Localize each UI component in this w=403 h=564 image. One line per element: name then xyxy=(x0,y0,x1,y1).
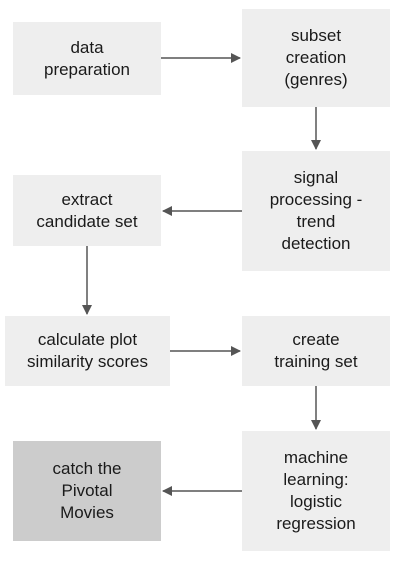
step-machine-learning: machine learning: logistic regression xyxy=(242,431,390,551)
step-create-training-set: create training set xyxy=(242,316,390,386)
step-create-training-set-label: create training set xyxy=(274,330,358,371)
step-machine-learning-label: machine learning: logistic regression xyxy=(276,448,356,533)
step-calculate-similarity-label: calculate plot similarity scores xyxy=(27,330,148,371)
step-catch-pivotal-movies-label: catch the Pivotal Movies xyxy=(52,459,122,522)
step-data-preparation-label: data preparation xyxy=(43,37,130,79)
step-catch-pivotal-movies: catch the Pivotal Movies xyxy=(13,441,161,541)
step-data-preparation: data preparation xyxy=(13,22,161,95)
step-signal-processing-label: signal processing - trend detection xyxy=(269,168,363,253)
step-calculate-similarity: calculate plot similarity scores xyxy=(5,316,170,386)
step-subset-creation: subset creation (genres) xyxy=(242,9,390,107)
step-subset-creation-label: subset creation (genres) xyxy=(284,26,348,89)
step-extract-candidate-set: extract candidate set xyxy=(13,175,161,246)
step-extract-candidate-set-label: extract candidate set xyxy=(36,189,138,231)
step-signal-processing: signal processing - trend detection xyxy=(242,151,390,271)
